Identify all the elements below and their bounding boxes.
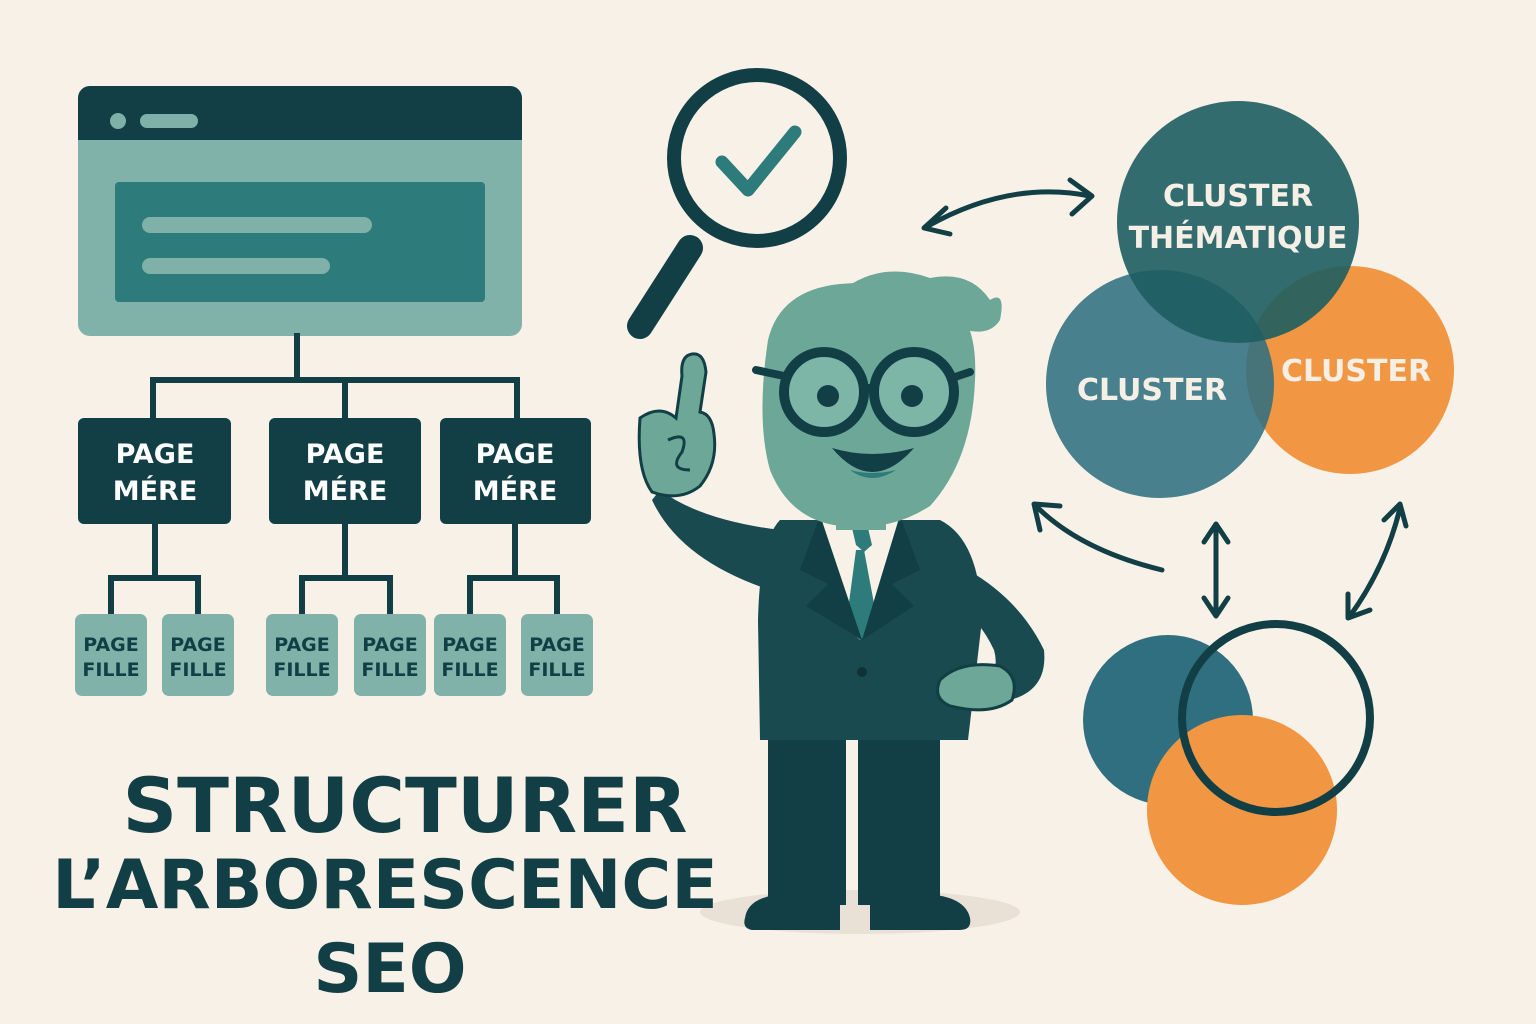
arrow-left-curve [1033, 503, 1165, 573]
child-page-label-6-line2: FILLE [528, 659, 585, 681]
child-page-box-3: PAGE FILLE [266, 614, 338, 696]
cluster-top-label-line1: CLUSTER [1163, 179, 1313, 214]
title: STRUCTURER L’ARBORESCENCE SEO [52, 761, 718, 1009]
double-arrow-diagonal [1347, 505, 1403, 619]
child-page-label-5-line2: FILLE [441, 659, 498, 681]
child-page-label-5-line1: PAGE [442, 634, 497, 656]
child-page-label-6-line1: PAGE [529, 634, 584, 656]
child-page-box-1: PAGE FILLE [75, 614, 147, 696]
parent-page-box-1: PAGE MÉRE [78, 418, 231, 524]
child-page-label-2-line2: FILLE [169, 659, 226, 681]
parent-page-label-2-line1: PAGE [306, 439, 385, 470]
parent-page-label-1-line2: MÉRE [113, 475, 198, 507]
title-line-3: SEO [313, 930, 466, 1009]
child-page-box-2: PAGE FILLE [162, 614, 234, 696]
child-page-box-6: PAGE FILLE [521, 614, 593, 696]
parent-page-box-2: PAGE MÉRE [269, 418, 421, 524]
businessman-character [637, 271, 1045, 934]
child-page-label-4-line2: FILLE [361, 659, 418, 681]
tree-connectors [108, 333, 560, 619]
parent-page-label-3-line1: PAGE [476, 439, 555, 470]
cluster-venn-bottom [1083, 620, 1374, 905]
title-line-1: STRUCTURER [122, 761, 687, 850]
child-page-label-1-line1: PAGE [83, 634, 138, 656]
magnifier-check-icon [627, 68, 847, 339]
title-line-2: L’ARBORESCENCE [52, 846, 718, 925]
cluster-venn-top: CLUSTER THÉMATIQUE CLUSTER CLUSTER [1046, 101, 1454, 498]
parent-page-label-3-line2: MÉRE [473, 475, 558, 507]
arrows [921, 177, 1409, 621]
browser-window-icon [78, 86, 522, 336]
cluster-left-label: CLUSTER [1077, 373, 1227, 408]
parent-page-box-3: PAGE MÉRE [440, 418, 591, 524]
double-arrow-top [925, 189, 1093, 229]
child-page-label-3-line1: PAGE [274, 634, 329, 656]
child-page-label-4-line1: PAGE [362, 634, 417, 656]
child-page-box-5: PAGE FILLE [434, 614, 506, 696]
child-page-label-2-line1: PAGE [170, 634, 225, 656]
child-page-label-1-line2: FILLE [82, 659, 139, 681]
cluster-top-label-line2: THÉMATIQUE [1129, 220, 1348, 256]
parent-page-label-2-line2: MÉRE [303, 475, 388, 507]
child-page-box-4: PAGE FILLE [354, 614, 426, 696]
parent-page-label-1-line1: PAGE [116, 439, 195, 470]
child-page-label-3-line2: FILLE [273, 659, 330, 681]
cluster-right-label: CLUSTER [1281, 354, 1431, 389]
